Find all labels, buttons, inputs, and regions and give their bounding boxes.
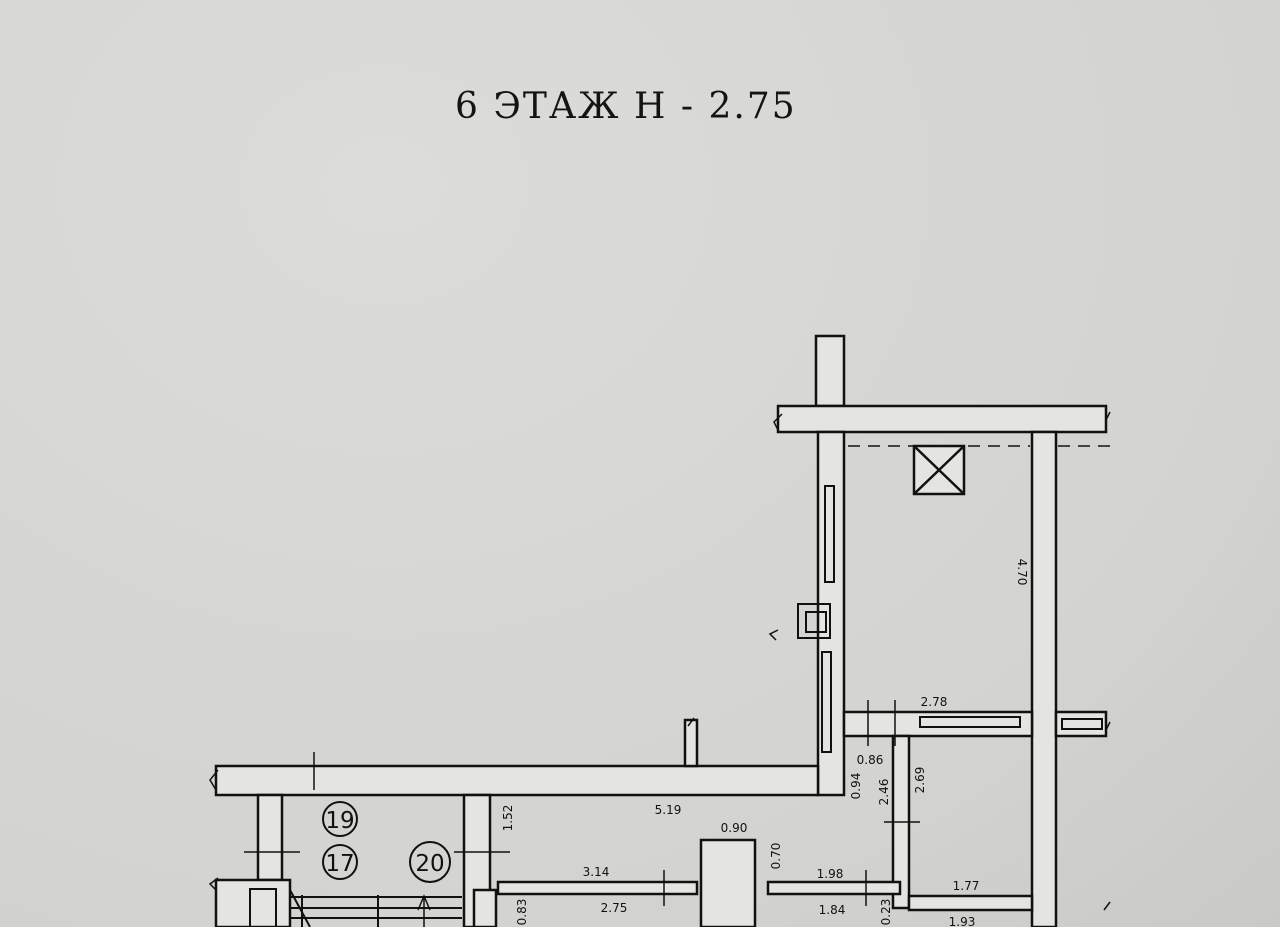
- break-mark: [208, 877, 219, 891]
- dim-2-69: 2.69: [913, 767, 927, 794]
- window-slot-right: [1061, 718, 1103, 730]
- dim-3-14: 3.14: [583, 865, 610, 879]
- dim-1-52: 1.52: [501, 805, 515, 832]
- marker-19: 19: [325, 808, 354, 834]
- dim-0-90: 0.90: [721, 821, 748, 835]
- dim-1-98: 1.98: [817, 867, 844, 881]
- dim-1-77: 1.77: [953, 879, 980, 893]
- long-wall: [214, 764, 820, 797]
- dim-2-75: 2.75: [601, 901, 628, 915]
- stub-wall: [683, 718, 699, 768]
- break-mark: [768, 629, 779, 641]
- marker-circle-20: [409, 841, 451, 883]
- stair-post: [249, 888, 277, 927]
- vent-box-inner: [805, 611, 827, 633]
- dim-2-46: 2.46: [877, 779, 891, 806]
- door-frame: [699, 838, 757, 927]
- top-wall: [776, 404, 1108, 434]
- stair-right-post: [472, 888, 498, 927]
- break-mark: [773, 413, 783, 431]
- dim-0-83: 0.83: [515, 899, 529, 926]
- dim-1-84: 1.84: [819, 903, 846, 917]
- break-mark: [1105, 721, 1111, 731]
- break-mark: [687, 717, 695, 727]
- lower-wall-right: [766, 880, 902, 896]
- right-stub-wall: [1054, 710, 1108, 738]
- dim-0-94: 0.94: [849, 773, 863, 800]
- lower-wall-left: [496, 880, 699, 896]
- break-mark: [209, 769, 219, 791]
- marker-circle-17: [322, 844, 358, 880]
- window-slot-middle: [919, 716, 1021, 728]
- floor-title: 6 ЭТАЖ Н - 2.75: [455, 86, 797, 127]
- dim-1-93: 1.93: [949, 915, 976, 927]
- window-slot-lower: [821, 651, 832, 753]
- left-stair-wall: [256, 793, 284, 882]
- vent-box: [797, 603, 831, 639]
- marker-circle-19: [322, 801, 358, 837]
- stair-arrow-head: [417, 894, 431, 911]
- marker-20: 20: [415, 851, 444, 877]
- dim-2-78: 2.78: [921, 695, 948, 709]
- dim-0-86: 0.86: [857, 753, 884, 767]
- break-mark: [1103, 901, 1111, 911]
- middle-wall: [842, 710, 1034, 738]
- stair-diagonal: [289, 889, 311, 927]
- stair-left-block: [214, 878, 292, 927]
- lower-wall-bath: [907, 894, 1034, 912]
- dim-4-70: 4.70: [1015, 559, 1029, 586]
- window-slot-upper: [824, 485, 835, 583]
- break-mark: [1105, 411, 1111, 421]
- vent-shaft-wall: [814, 334, 846, 408]
- marker-17: 17: [325, 851, 354, 877]
- dim-5-19: 5.19: [655, 803, 682, 817]
- dim-0-23: 0.23: [879, 899, 893, 926]
- dim-0-70: 0.70: [769, 843, 783, 870]
- right-wall: [1030, 430, 1058, 927]
- shaft-cross: [913, 445, 965, 495]
